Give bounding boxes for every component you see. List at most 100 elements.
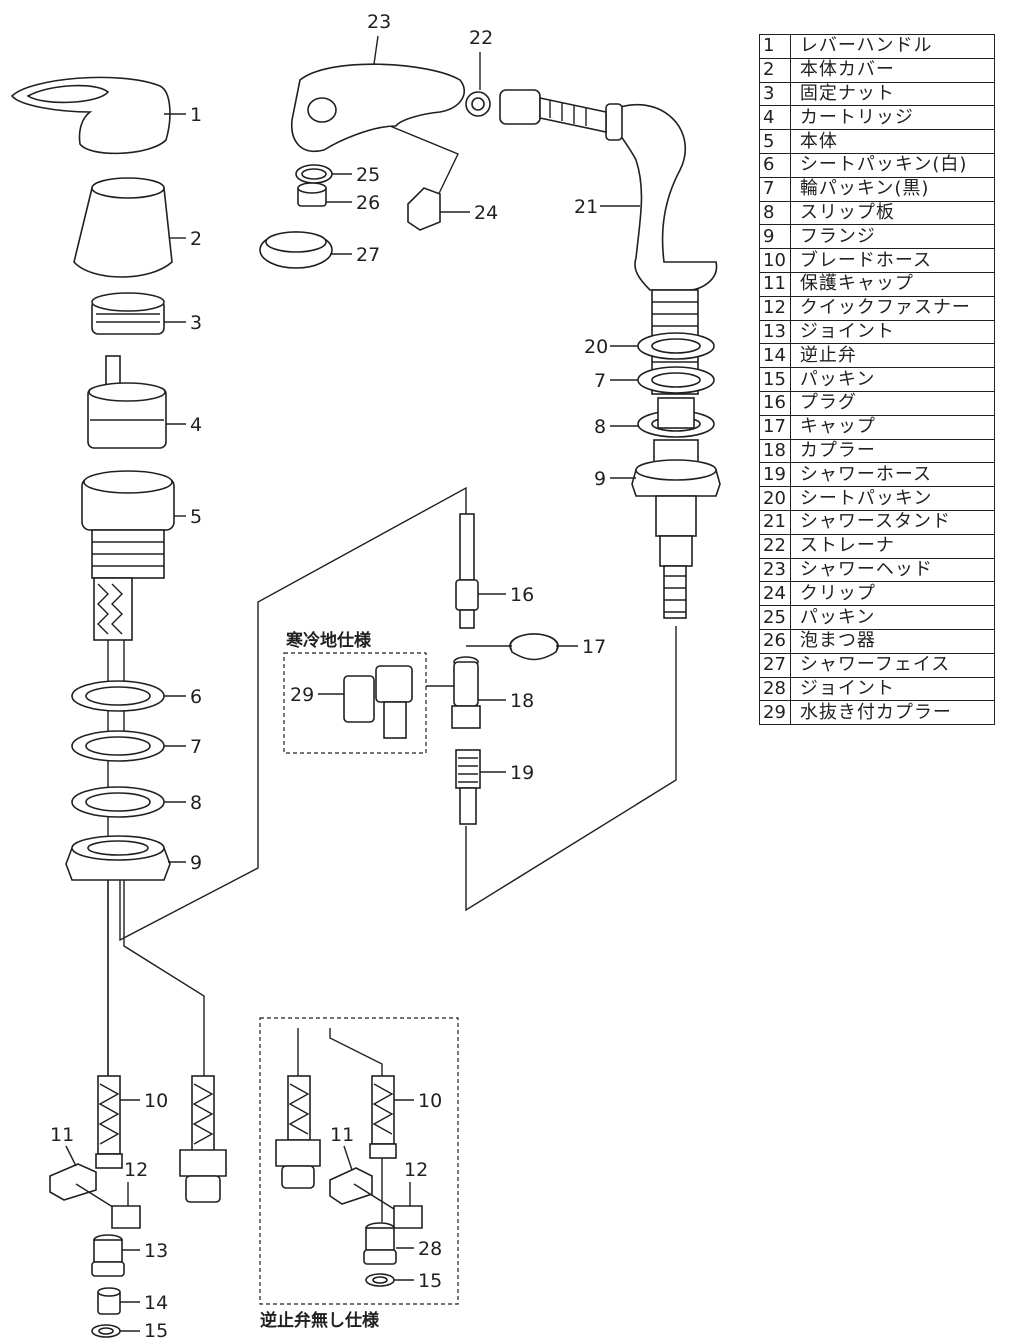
part-number-cell: 28 [759, 676, 791, 702]
callout-29: 29 [290, 684, 314, 706]
part-slip-plate [71, 786, 165, 818]
part-number-cell: 8 [759, 200, 791, 226]
part-name-cell: 泡まつ器 [789, 628, 995, 654]
callout-6: 6 [190, 686, 202, 708]
part-fixing-nut [91, 292, 165, 335]
part-check-valve [97, 1287, 121, 1315]
part-name-cell: キャップ [789, 414, 995, 440]
part-packing-15-inset [365, 1273, 395, 1287]
part-number-cell: 16 [759, 390, 791, 416]
callout-8-right: 8 [594, 416, 606, 438]
part-number-cell: 13 [759, 319, 791, 345]
part-flange-right [631, 439, 721, 497]
callout-26: 26 [356, 192, 380, 214]
callout-10-inset: 10 [418, 1090, 442, 1112]
part-joint-28 [363, 1158, 397, 1265]
part-protective-cap-inset [329, 1167, 373, 1205]
no-check-valve-box [259, 1017, 459, 1305]
callout-4: 4 [190, 414, 202, 436]
part-main-body [81, 470, 175, 641]
part-number-cell: 7 [759, 176, 791, 202]
part-number-cell: 27 [759, 652, 791, 678]
part-braided-hose-inset-right [369, 1075, 397, 1159]
callout-7: 7 [190, 736, 202, 758]
part-shower-stand [605, 103, 718, 291]
callout-9-right: 9 [594, 468, 606, 490]
part-number-cell: 24 [759, 581, 791, 607]
callout-27: 27 [356, 244, 380, 266]
part-number-cell: 9 [759, 224, 791, 250]
part-number-cell: 20 [759, 486, 791, 511]
callout-14: 14 [144, 1292, 168, 1314]
callout-13: 13 [144, 1240, 168, 1262]
part-name-cell: ジョイント [789, 319, 995, 345]
part-name-cell: フランジ [789, 224, 995, 250]
part-strainer [465, 91, 491, 117]
part-braided-hose-inset-left [275, 1075, 321, 1189]
part-name-cell: スリップ板 [789, 200, 995, 226]
part-number-cell: 21 [759, 509, 791, 535]
part-number-cell: 29 [759, 700, 791, 726]
part-braided-hose-left [95, 1075, 123, 1169]
callout-12-inset: 12 [404, 1159, 428, 1181]
callout-8: 8 [190, 792, 202, 814]
part-seat-packing-white [71, 680, 165, 712]
part-drain-coupler-29 [343, 665, 413, 739]
part-name-cell: ジョイント [789, 676, 995, 702]
part-number-cell: 4 [759, 105, 791, 131]
part-shower-hose-19 [455, 749, 481, 825]
part-cartridge [87, 355, 167, 449]
part-name-cell: シャワーフェイス [789, 652, 995, 678]
part-quick-fastener-left [111, 1205, 141, 1229]
part-name-cell: パッキン [789, 367, 995, 392]
cold-region-box [283, 652, 427, 754]
caption-no-check-valve: 逆止弁無し仕様 [260, 1310, 380, 1331]
part-number-cell: 11 [759, 271, 791, 297]
part-name-cell: レバーハンドル [789, 34, 995, 59]
part-plug [455, 513, 479, 629]
part-stand-coupling [655, 495, 697, 619]
part-name-cell: ストレーナ [789, 533, 995, 559]
part-number-cell: 22 [759, 533, 791, 559]
part-number-cell: 2 [759, 57, 791, 83]
part-number-cell: 6 [759, 152, 791, 178]
part-name-cell: シートパッキン(白) [789, 152, 995, 178]
part-braided-hose-right [179, 1075, 227, 1203]
callout-10-left: 10 [144, 1090, 168, 1112]
callout-2: 2 [190, 228, 202, 250]
part-protective-cap-left [49, 1163, 97, 1201]
callout-25: 25 [356, 164, 380, 186]
part-packing-15-left [91, 1324, 121, 1338]
part-number-cell: 12 [759, 295, 791, 321]
callout-11-inset: 11 [330, 1124, 354, 1146]
part-number-cell: 15 [759, 367, 791, 392]
part-name-cell: 水抜き付カプラー [789, 700, 995, 726]
part-name-cell: クイックファスナー [789, 295, 995, 321]
part-name-cell: 保護キャップ [789, 271, 995, 297]
part-name-cell: クリップ [789, 581, 995, 607]
part-quick-fastener-inset [393, 1205, 423, 1229]
callout-3: 3 [190, 312, 202, 334]
part-ring-packing-black [71, 730, 165, 762]
part-name-cell: シャワーホース [789, 462, 995, 488]
part-body-cover [73, 177, 173, 278]
